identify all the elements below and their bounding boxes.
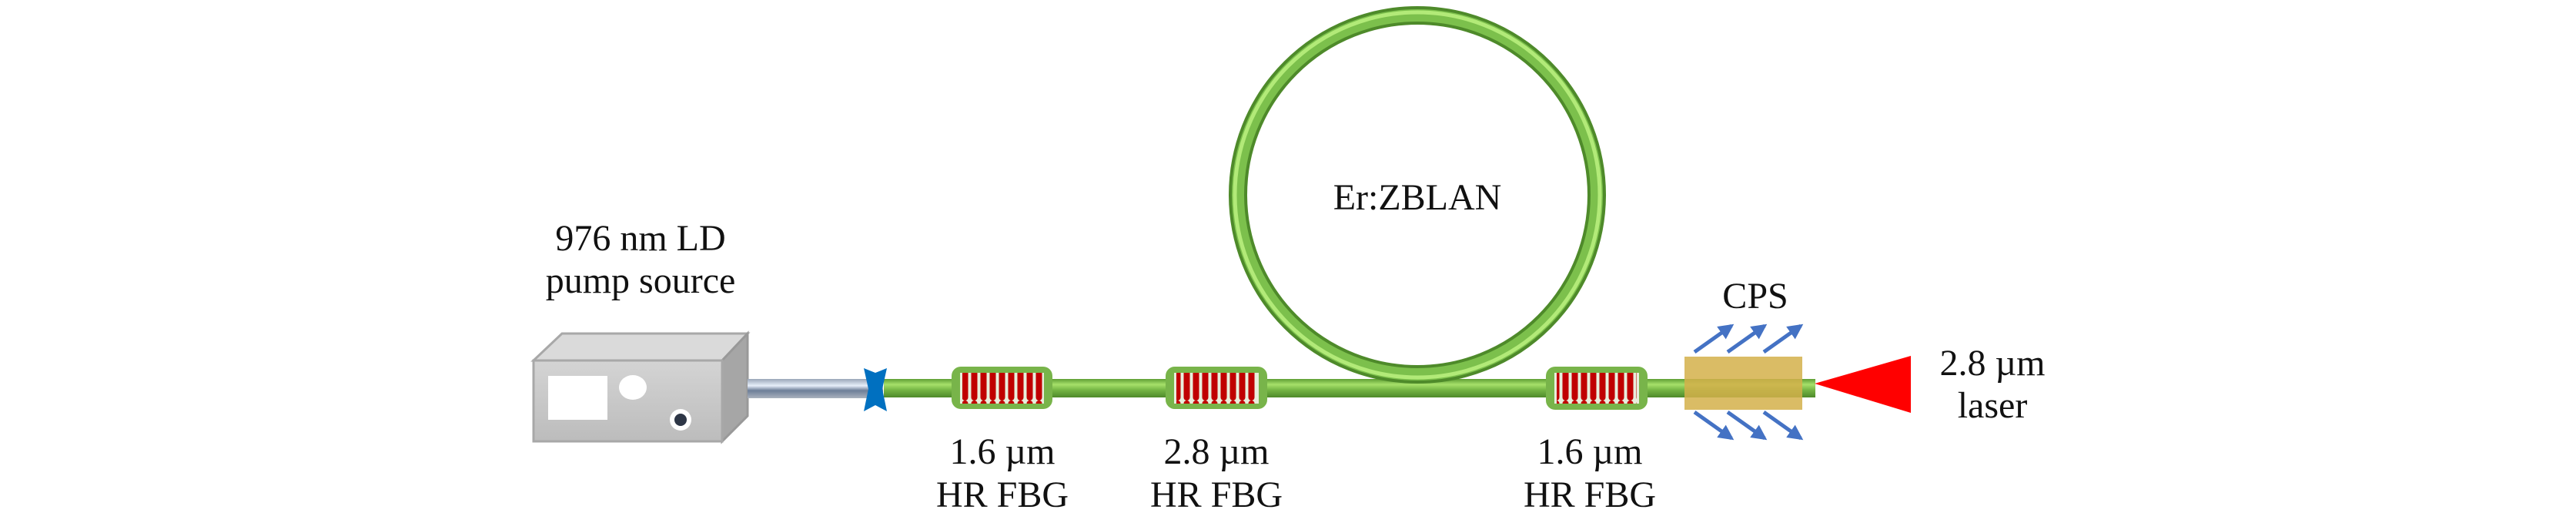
knob-icon	[674, 414, 687, 426]
display-panel	[548, 376, 607, 420]
pump-source-label-line2: pump source	[546, 260, 736, 301]
stripped-light-arrows	[1693, 324, 1804, 441]
fbg-3-label-line1: 1.6 µm	[1537, 431, 1643, 472]
fbg-3	[1546, 367, 1648, 410]
fbg-1-label-line1: 1.6 µm	[950, 431, 1055, 472]
fbg-3-label-line2: HR FBG	[1524, 474, 1656, 515]
indicator-light	[619, 375, 647, 400]
er-zblan-fiber-coil	[1229, 6, 1606, 384]
fbg-2	[1166, 367, 1267, 409]
fbg-1-label-line2: HR FBG	[936, 474, 1069, 515]
output-label-line2: laser	[1958, 385, 2028, 426]
cladding-power-stripper	[1684, 357, 1802, 410]
fbg-2-label-line1: 2.8 µm	[1164, 431, 1270, 472]
laser-output-beam	[1815, 356, 1911, 413]
gain-fiber-label: Er:ZBLAN	[1333, 177, 1502, 218]
cps-label: CPS	[1722, 276, 1788, 317]
fbg-1	[952, 367, 1052, 409]
pump-source-label-line1: 976 nm LD	[555, 218, 725, 259]
pump-delivery-fiber	[748, 379, 883, 398]
splice-point-icon	[864, 368, 887, 411]
fbg-2-label-line2: HR FBG	[1150, 474, 1283, 515]
pump-source-box	[530, 330, 751, 444]
output-label-line1: 2.8 µm	[1940, 343, 2046, 384]
